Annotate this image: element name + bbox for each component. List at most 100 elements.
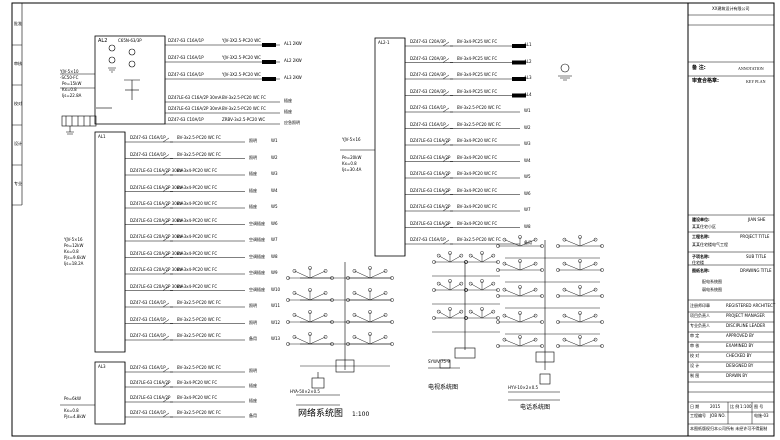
outlet-symbol bbox=[368, 332, 372, 336]
outlet-symbol bbox=[562, 287, 567, 292]
phone-diagram-title: 电话系统图 bbox=[520, 404, 551, 411]
outlet-symbol bbox=[323, 291, 328, 295]
drawing-name-2: 弱电系统图 bbox=[702, 287, 722, 292]
wire bbox=[438, 255, 451, 263]
breaker-symbol bbox=[442, 173, 453, 179]
outlet-symbol bbox=[578, 335, 582, 339]
al4-breaker: DZ47-63 C16A/1P bbox=[410, 121, 446, 127]
wire bbox=[449, 311, 462, 319]
al2-load: 插座 bbox=[284, 109, 292, 114]
al1-load: 空调插座 bbox=[249, 286, 265, 292]
outlet-symbol bbox=[383, 291, 388, 295]
al1-spec: Pe=12kW bbox=[64, 243, 84, 248]
subtitle-name: 住宅楼 bbox=[692, 260, 704, 265]
al1-load: 插座 bbox=[249, 171, 257, 176]
al4-load: AL1 bbox=[524, 42, 532, 47]
outlet-symbol bbox=[556, 268, 560, 272]
al1-load: 空调插座 bbox=[249, 220, 265, 226]
al4-cable: BV-3x4-PC20 WC FC bbox=[457, 187, 498, 193]
outlet-symbol bbox=[556, 344, 560, 348]
al3-load: 照明 bbox=[249, 368, 257, 373]
wire bbox=[504, 263, 521, 271]
al2-load: AL2 2KW bbox=[284, 58, 302, 63]
al1-code: W7 bbox=[271, 237, 278, 242]
outlet-symbol bbox=[383, 269, 388, 273]
margin-label: 专业 bbox=[14, 181, 22, 186]
outlet-symbol bbox=[496, 294, 500, 298]
sheet-border bbox=[11, 2, 775, 437]
breaker-symbol bbox=[442, 140, 453, 146]
outlet-symbol bbox=[593, 337, 598, 342]
outlet-symbol bbox=[502, 261, 507, 266]
wire bbox=[579, 289, 596, 297]
wire bbox=[519, 289, 536, 297]
al4-breaker: DZ47LE-63 C16A/2P bbox=[410, 204, 451, 209]
al1-breaker: DZ47LE-63 C20A/2P 30mA bbox=[130, 250, 184, 256]
outlet-symbol bbox=[600, 294, 604, 298]
al1-breaker: DZ47LE-63 C20A/2P 30mA bbox=[130, 217, 184, 223]
al1-code: W13 bbox=[271, 336, 281, 341]
al4-breaker: DZ47-63 C20A/3P bbox=[410, 55, 446, 61]
panel-al1 bbox=[94, 131, 126, 353]
al4-spec: Pe=20kW bbox=[342, 155, 362, 160]
outlet-symbol bbox=[436, 309, 441, 314]
wire bbox=[294, 270, 311, 279]
al3-spec: Pjs=4.8kW bbox=[64, 414, 86, 419]
al4-cable: BV-3x2.5-PC20 WC FC bbox=[457, 121, 501, 127]
breaker-symbol bbox=[162, 203, 173, 209]
outlet-symbol bbox=[518, 235, 522, 239]
outlet-symbol bbox=[448, 307, 452, 311]
wire bbox=[369, 270, 386, 279]
breaker-symbol bbox=[442, 91, 453, 96]
al4-load: AL4 bbox=[524, 91, 532, 97]
al4-breaker: DZ47LE-63 C16A/2P bbox=[410, 187, 451, 193]
wire bbox=[519, 315, 536, 323]
al1-load: 插座 bbox=[249, 187, 257, 193]
wire bbox=[481, 255, 494, 263]
wire bbox=[309, 314, 326, 323]
wire bbox=[438, 311, 451, 319]
al4-load: W4 bbox=[524, 157, 531, 163]
al1-code: W6 bbox=[271, 220, 278, 226]
wire bbox=[504, 315, 521, 323]
outlet-symbol bbox=[468, 281, 473, 286]
breaker-symbol bbox=[162, 253, 173, 258]
outlet-symbol bbox=[464, 316, 468, 320]
breaker-symbol bbox=[162, 170, 173, 176]
outlet-symbol bbox=[286, 276, 290, 280]
al1-cable: BV-3x4-PC20 WC FC bbox=[177, 283, 218, 289]
al3-breaker: DZ47LE-63 C16A/2P bbox=[130, 395, 171, 400]
wire bbox=[470, 283, 483, 291]
outlet-symbol bbox=[556, 244, 560, 248]
title-block-row-label: 审 定 bbox=[690, 333, 700, 338]
outlet-symbol bbox=[496, 268, 500, 272]
outlet-symbol bbox=[436, 253, 441, 258]
outlet-symbol bbox=[292, 291, 297, 295]
title-block-row-label: 项目负责人 bbox=[690, 313, 710, 318]
outlet-symbol bbox=[459, 309, 464, 314]
outlet-symbol bbox=[352, 269, 357, 273]
al1-cable: BV-3x2.5-PC20 WC FC bbox=[177, 316, 221, 322]
wire bbox=[369, 336, 386, 345]
outlet-symbol bbox=[390, 276, 394, 280]
breaker-symbol bbox=[442, 239, 453, 245]
outlet-symbol bbox=[600, 320, 604, 324]
al1-load: 空调插座 bbox=[249, 270, 265, 275]
al4-breaker: DZ47LE-63 C16A/2P bbox=[410, 171, 451, 176]
al1-load: 空调插座 bbox=[249, 253, 265, 259]
breaker-symbol bbox=[162, 382, 173, 388]
outlet-symbol bbox=[432, 288, 436, 292]
outlet-symbol bbox=[368, 310, 372, 314]
al1-cable: BV-3x4-PC20 WC FC bbox=[177, 250, 218, 256]
al4-breaker: DZ47LE-63 C16A/2P bbox=[410, 138, 451, 143]
remarks-label: 备 注: bbox=[692, 65, 706, 71]
outlet-symbol bbox=[496, 316, 500, 320]
outlet-symbol bbox=[496, 244, 500, 248]
title-block-row-label: 审 核 bbox=[690, 343, 700, 348]
wire bbox=[504, 239, 521, 247]
al3-cable: BV-3x4-PC20 WC FC bbox=[177, 395, 218, 400]
al4-load: AL2 bbox=[524, 58, 532, 64]
wire bbox=[519, 263, 536, 271]
wire bbox=[481, 283, 494, 291]
outlet-symbol bbox=[518, 285, 522, 289]
